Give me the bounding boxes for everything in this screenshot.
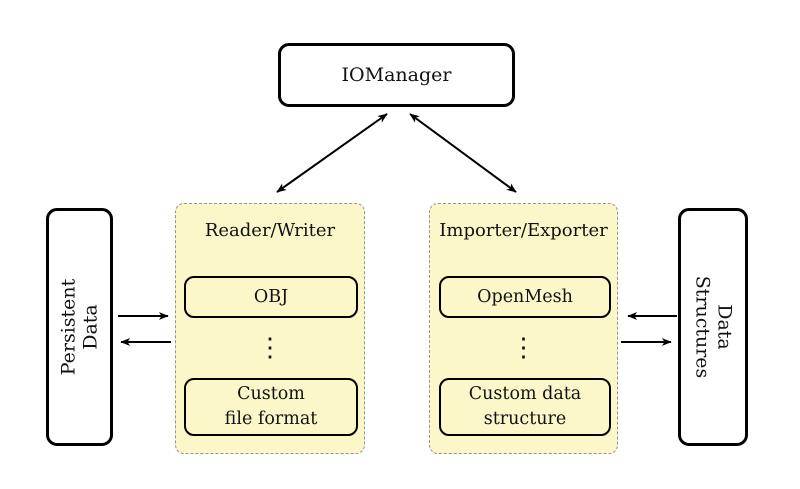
reader-writer-group-title: Reader/Writer [204,220,336,241]
data-structures-label: Data Structures [691,275,736,379]
openmesh-label: OpenMesh [477,286,573,307]
data-structures-node: Data Structures [678,208,748,446]
custom-file-format-label: Custom file format [224,384,318,429]
obj-label: OBJ [253,286,289,307]
reader-writer-group: Reader/Writer OBJ ⋮ Custom file format [175,203,365,454]
vertical-ellipsis: ⋮ [257,333,283,363]
importer-exporter-group: Importer/Exporter OpenMesh ⋮ Custom data… [429,203,618,454]
custom-data-structure-node: Custom data structure [439,378,611,436]
vertical-ellipsis: ⋮ [510,333,537,363]
persistent-data-label: Persistent Data [57,278,102,376]
obj-node: OBJ [184,276,358,318]
iomanager-label: IOManager [341,64,452,86]
arrow-iomanager-importer-exporter [409,113,517,193]
iomanager-node: IOManager [278,43,515,107]
custom-data-structure-label: Custom data structure [468,384,582,429]
openmesh-node: OpenMesh [439,276,611,318]
custom-file-format-node: Custom file format [184,378,358,436]
persistent-data-node: Persistent Data [46,208,113,446]
arrow-iomanager-reader-writer [276,113,388,193]
importer-exporter-group-title: Importer/Exporter [439,220,608,241]
